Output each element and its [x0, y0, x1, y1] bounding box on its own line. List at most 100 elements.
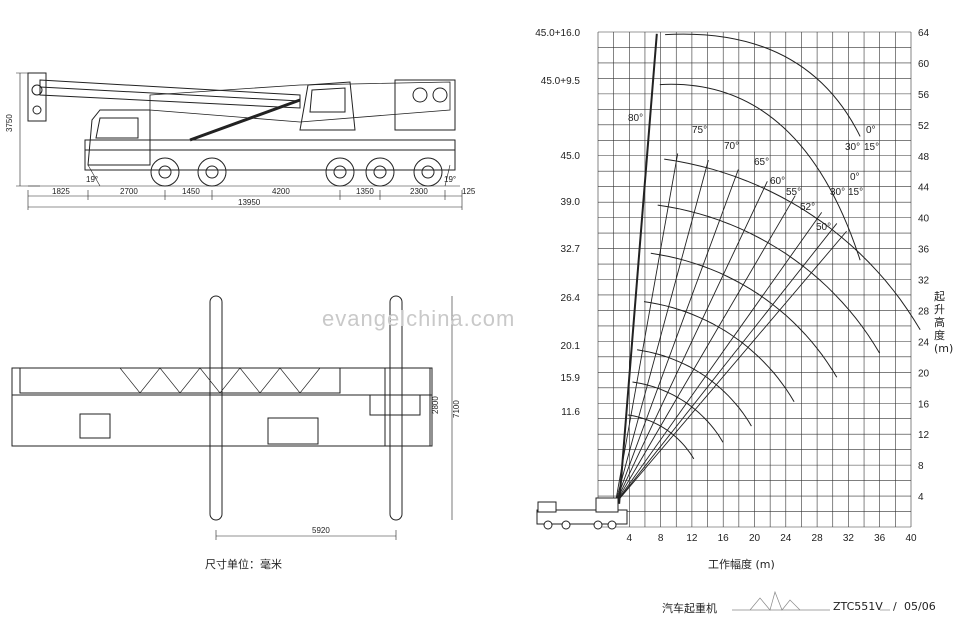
- x-tick-label: 28: [812, 533, 824, 544]
- side-view-dim-3: 1450: [182, 187, 200, 196]
- side-view-dim-1: 1825: [52, 187, 70, 196]
- side-view-wheels: [150, 157, 443, 187]
- angle-ray: [614, 181, 768, 504]
- boom-length-label: 45.0+9.5: [541, 76, 581, 87]
- radius-arc: [632, 381, 724, 443]
- footer-page: 05/06: [904, 600, 936, 613]
- top-view-outrigger-span: 7100: [452, 400, 461, 418]
- boom-line: [618, 33, 658, 504]
- y-tick-label: 16: [918, 399, 930, 410]
- x-tick-label: 8: [658, 533, 664, 544]
- y-tick-label: 20: [918, 368, 930, 379]
- angle-ray: [614, 169, 739, 504]
- load-chart-grid: [597, 31, 912, 528]
- load-chart-boom-labels: 45.0+16.045.0+9.545.039.032.726.420.115.…: [535, 28, 580, 418]
- x-tick-label: 16: [718, 533, 730, 544]
- load-chart-angle-rays: [614, 153, 847, 505]
- x-tick-label: 40: [905, 533, 917, 544]
- angle-ray: [614, 195, 796, 505]
- y-tick-label: 48: [918, 152, 930, 163]
- angle-ray: [614, 230, 847, 505]
- x-tick-label: 12: [686, 533, 698, 544]
- footer-label: 汽车起重机: [662, 602, 717, 615]
- side-view-dim-4: 4200: [272, 187, 290, 196]
- side-view-dim-7: 125: [462, 187, 476, 196]
- x-tick-label: 4: [627, 533, 633, 544]
- y-tick-label: 52: [918, 121, 930, 132]
- top-view-outrigger-base: 5920: [312, 526, 330, 535]
- angle-label-50: 50°: [816, 222, 831, 233]
- y-tick-label: 12: [918, 430, 930, 441]
- x-tick-label: 32: [843, 533, 855, 544]
- footer-model: ZTC551V: [833, 600, 883, 613]
- angle-label-52: 52°: [800, 202, 815, 213]
- boom-length-label: 45.0: [561, 151, 581, 162]
- jib-top-offset-15: 15°: [864, 142, 879, 153]
- side-view-angle-rear: 19°: [444, 175, 456, 184]
- radius-arc: [627, 414, 695, 460]
- y-tick-label: 60: [918, 59, 930, 70]
- side-view-total-length: 13950: [238, 198, 261, 207]
- y-tick-label: 32: [918, 276, 930, 287]
- y-tick-label: 56: [918, 90, 930, 101]
- side-view-dim-2: 2700: [120, 187, 138, 196]
- y-tick-label: 24: [918, 337, 930, 348]
- load-chart-x-ticks: 4 8 12 16 20 24 28 32 36 40: [627, 533, 917, 544]
- y-tick-label: 4: [918, 492, 924, 503]
- y-tick-label: 8: [918, 461, 924, 472]
- y-tick-label: 36: [918, 245, 930, 256]
- radius-arc: [643, 301, 795, 402]
- footer-separator: /: [893, 600, 897, 613]
- load-chart-radius-arcs: [627, 158, 921, 460]
- boom-length-label: 15.9: [561, 373, 581, 384]
- angle-label-75: 75°: [692, 125, 707, 136]
- load-chart-jib-curves: [659, 33, 861, 261]
- top-view-width: 2800: [431, 396, 440, 414]
- angle-ray: [614, 160, 709, 504]
- watermark: evangelchina.com: [322, 306, 516, 331]
- jib-top-offset-30: 30°: [845, 142, 860, 153]
- jib-curve: [665, 33, 861, 137]
- angle-label-65: 65°: [754, 157, 769, 168]
- radius-arc: [637, 349, 752, 427]
- units-note: 尺寸单位：毫米: [205, 558, 282, 571]
- boom-length-label: 45.0+16.0: [535, 28, 580, 39]
- jib-curve: [659, 83, 861, 261]
- angle-ray: [614, 212, 823, 505]
- jib-lower-offset-15: 15°: [848, 187, 863, 198]
- footer-crane-sketch: [732, 590, 890, 611]
- y-axis-title: 起升高度(m): [934, 290, 954, 355]
- boom-length-label: 39.0: [561, 197, 581, 208]
- y-tick-label: 64: [918, 28, 930, 39]
- radius-arc: [664, 158, 921, 331]
- boom-length-label: 11.6: [561, 407, 580, 418]
- load-chart-boom: [618, 33, 658, 504]
- angle-label-80: 80°: [628, 113, 643, 124]
- side-view-angle-front: 19°: [86, 175, 98, 184]
- side-view-dim-5: 1350: [356, 187, 374, 196]
- y-tick-label: 40: [918, 214, 930, 225]
- angle-label-55: 55°: [786, 187, 801, 198]
- side-view-height-dim: 3750: [5, 114, 14, 132]
- load-chart-crane-silhouette: [536, 497, 628, 530]
- y-tick-label: 44: [918, 183, 930, 194]
- x-tick-label: 24: [780, 533, 792, 544]
- x-tick-label: 36: [874, 533, 886, 544]
- x-axis-title: 工作幅度 (m): [708, 558, 775, 571]
- top-view-drawing: [11, 295, 453, 540]
- side-view-drawing: [16, 72, 463, 210]
- angle-label-70: 70°: [724, 141, 739, 152]
- y-tick-label: 28: [918, 306, 930, 317]
- boom-length-label: 20.1: [561, 341, 581, 352]
- jib-top-offset-0: 0°: [866, 125, 876, 136]
- boom-length-label: 26.4: [561, 293, 581, 304]
- side-view-dim-6: 2300: [410, 187, 428, 196]
- angle-label-60: 60°: [770, 176, 785, 187]
- radius-arc: [650, 252, 838, 378]
- radius-arc: [657, 204, 880, 354]
- x-tick-label: 20: [749, 533, 761, 544]
- jib-lower-offset-0: 0°: [850, 172, 860, 183]
- angle-ray: [614, 223, 838, 505]
